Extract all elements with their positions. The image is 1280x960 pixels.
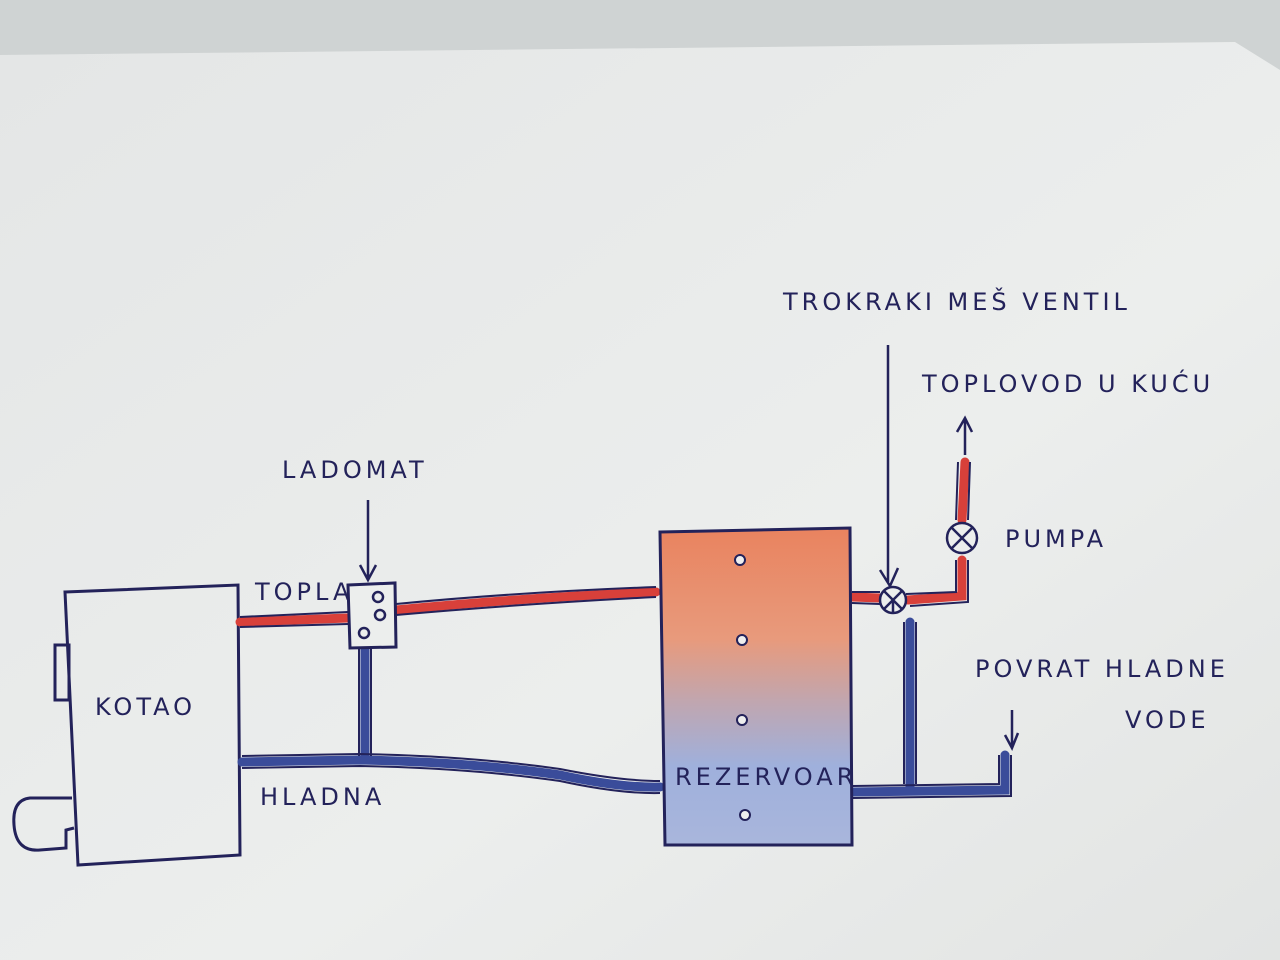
- ladomat: [346, 581, 398, 650]
- tank: [658, 526, 854, 847]
- paper-sheet: [0, 42, 1280, 960]
- house-supply-arrow-icon: [955, 415, 974, 455]
- return-arrow-icon: [1003, 710, 1020, 751]
- cold-pipe: [237, 617, 1010, 797]
- return-label-line1: POVRAT HLADNE: [975, 655, 1229, 683]
- pump-icon: [945, 521, 979, 555]
- hot-pipe: [235, 457, 970, 627]
- house-supply-label: TOPLOVOD U KUĆU: [921, 368, 1214, 398]
- pump-label: PUMPA: [1005, 525, 1107, 553]
- boiler: [12, 583, 242, 867]
- return-label-line2: VODE: [1125, 706, 1210, 734]
- ladomat-label: LADOMAT: [282, 456, 428, 484]
- valve-label: TROKRAKI MEŠ VENTIL: [782, 286, 1131, 316]
- ladomat-arrow-icon: [358, 500, 378, 583]
- boiler-label: KOTAO: [95, 693, 196, 721]
- valve-arrow-icon: [878, 345, 900, 589]
- cold-label: HLADNA: [260, 783, 385, 811]
- three-way-valve-icon: [878, 585, 908, 615]
- tank-label: REZERVOAR: [675, 763, 857, 791]
- hot-label: TOPLA: [254, 578, 353, 606]
